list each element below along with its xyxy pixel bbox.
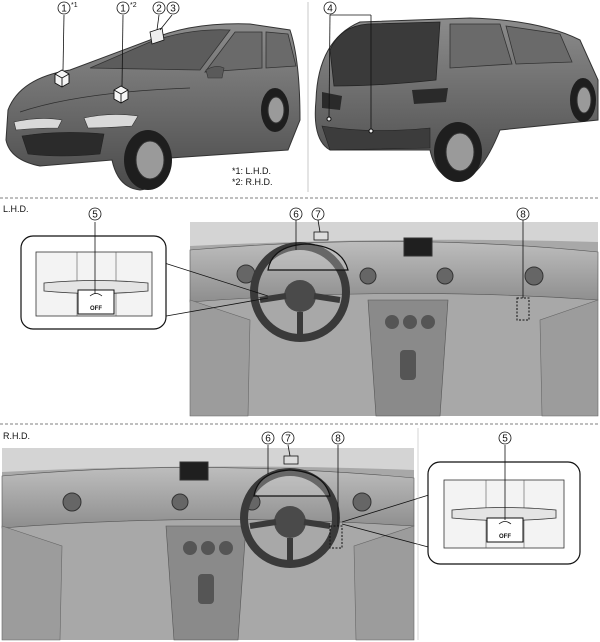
lhd-cabin-illustration: [189, 219, 599, 417]
cube-icon: [113, 85, 129, 104]
callout-5-lhd-circle: [88, 207, 102, 221]
callout-1b-superscript: *2: [130, 2, 137, 9]
callout-6-lhd: 6: [293, 210, 299, 221]
rhd-cabin-illustration: [1, 444, 415, 641]
note-rhd: *2: R.H.D.: [232, 177, 273, 187]
lhd-switch-off-text: OFF: [90, 306, 102, 312]
callout-8-rhd: 8: [335, 434, 341, 445]
callout-7-lhd-circle: [311, 207, 325, 221]
callout-1a-superscript: *1: [71, 2, 78, 9]
callout-1a: 1: [61, 4, 67, 15]
front-car-illustration: [5, 1, 301, 191]
callout-5-lhd: 5: [92, 210, 98, 221]
lhd-inset-switch-panel: [20, 222, 269, 330]
callout-5-rhd-circle: [498, 431, 512, 445]
rhd-switch-off-text: OFF: [499, 534, 511, 540]
callout-7-rhd: 7: [285, 434, 291, 445]
section-label-lhd: L.H.D.: [3, 204, 29, 214]
cube-icon: [54, 69, 70, 88]
callout-6-rhd: 6: [265, 434, 271, 445]
callout-2: 2: [156, 4, 162, 15]
rear-car-illustration: [314, 1, 599, 182]
section-label-rhd: R.H.D.: [3, 431, 30, 441]
callout-5-rhd: 5: [502, 434, 508, 445]
callout-4: 4: [327, 4, 333, 15]
callout-8-lhd-circle: [516, 207, 530, 221]
callout-8-rhd-circle: [331, 431, 345, 445]
callout-8-lhd: 8: [520, 210, 526, 221]
callout-3: 3: [170, 4, 176, 15]
callout-6-lhd-circle: [289, 207, 303, 221]
callout-7-lhd: 7: [315, 210, 321, 221]
callout-1b: 1: [120, 4, 126, 15]
callout-6-rhd-circle: [261, 431, 275, 445]
callout-7-rhd-circle: [281, 431, 295, 445]
note-lhd: *1: L.H.D.: [232, 166, 271, 176]
rhd-inset-switch-panel: [341, 445, 581, 565]
